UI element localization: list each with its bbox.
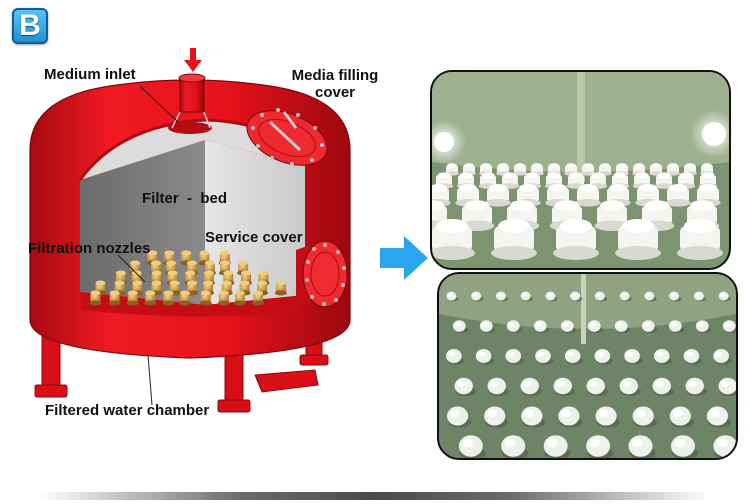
plate-nozzle [713, 435, 736, 458]
label-filter-bed: Filter - bed [142, 190, 227, 207]
service-cover [296, 241, 347, 307]
label-filtration-nozzles: Filtration nozzles [28, 240, 151, 257]
nozzle [127, 291, 139, 306]
label-medium-inlet: Medium inlet [44, 66, 136, 83]
plate-nozzle [719, 378, 736, 396]
nozzle-plate-image [439, 274, 736, 458]
label-filtered-water-chamber: Filtered water chamber [45, 402, 209, 419]
right-arrow-icon [378, 232, 430, 284]
nozzle [252, 291, 264, 306]
nozzle [200, 291, 212, 306]
label-media-filling-line2: cover [280, 84, 390, 101]
nozzle [234, 291, 246, 306]
nozzles-closeup-image [432, 72, 729, 268]
photo-nozzles-closeup [430, 70, 731, 270]
cutaway-right-wall [205, 140, 305, 305]
nozzle [109, 291, 121, 306]
inlet-flow-arrow [184, 48, 202, 72]
nozzle [162, 291, 174, 306]
nozzle [89, 291, 101, 306]
nozzle [275, 281, 287, 296]
nozzle [144, 291, 156, 306]
nozzle [179, 291, 191, 306]
label-service-cover: Service cover [205, 229, 303, 246]
label-media-filling-line1: Media filling [280, 67, 390, 84]
label-media-filling-cover: Media filling cover [280, 67, 390, 101]
photo-nozzle-plate [437, 272, 738, 460]
footer-divider [40, 492, 710, 500]
nozzle [218, 291, 230, 306]
